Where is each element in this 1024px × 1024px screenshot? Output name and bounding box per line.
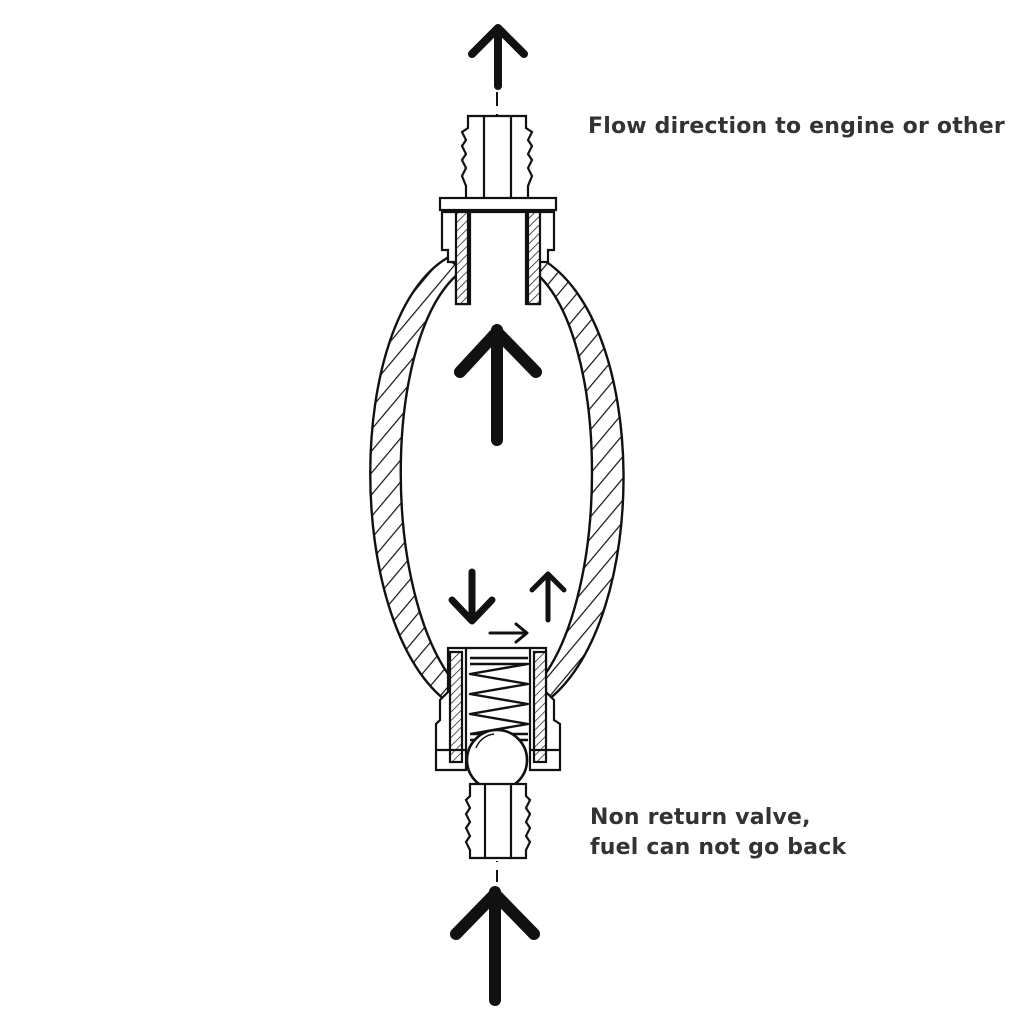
valve-caption: Non return valve, fuel can not go back	[590, 803, 846, 863]
valve-ball	[465, 728, 529, 792]
outlet-connector	[438, 114, 558, 306]
valve-housing	[434, 646, 562, 772]
valve-up-arrow	[529, 571, 567, 623]
valve-spring	[468, 656, 530, 742]
valve-caption-line-1: Non return valve,	[590, 805, 811, 830]
inlet-flow-arrow	[450, 886, 540, 1006]
valve-caption-line-2: fuel can not go back	[590, 835, 847, 860]
outlet-flow-arrow	[468, 24, 528, 90]
valve-side-arrow	[488, 622, 529, 644]
valve-down-arrow	[448, 568, 496, 625]
internal-flow-arrow	[454, 324, 542, 446]
flow-direction-label: Flow direction to engine or other	[588, 114, 1005, 139]
inlet-connector	[464, 782, 532, 860]
